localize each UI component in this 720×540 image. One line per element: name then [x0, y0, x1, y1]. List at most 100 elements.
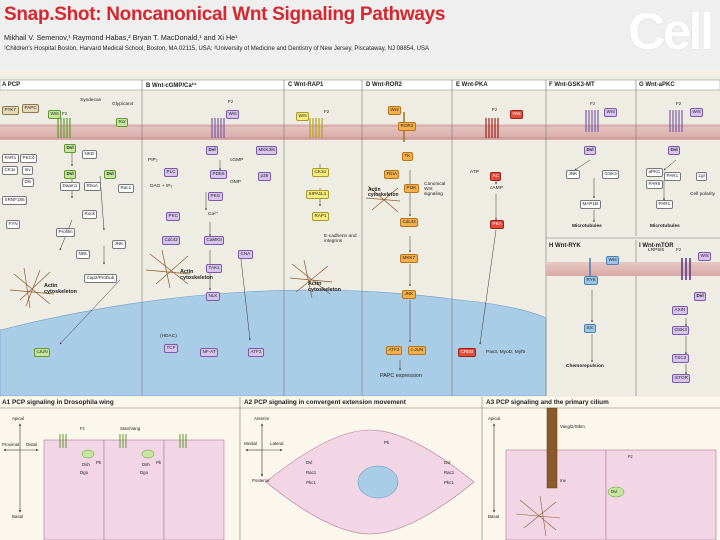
node-axin: AXIN	[672, 306, 688, 315]
page-title: Snap.Shot: Noncanonical Wnt Signaling Pa…	[4, 4, 446, 25]
node-plc: PLC	[164, 168, 178, 177]
fz-receptor-c	[309, 118, 323, 138]
a3-inv: Inv	[560, 478, 566, 483]
cell-logo: Cell	[628, 3, 714, 61]
node-fyn: FYN	[6, 220, 21, 229]
node-ca: Ca²⁺	[208, 212, 219, 217]
a1-stan: Stan/Vang	[120, 426, 141, 431]
a2-pkc: Pkc1	[306, 480, 316, 485]
node-lrp56: LRP5/6	[648, 248, 664, 253]
node-rac1-a: Rac1	[118, 184, 134, 193]
node-tk: TK	[402, 152, 413, 161]
node-map1b: MAP1B	[580, 200, 601, 209]
panel-g-label: G Wnt-aPKC	[639, 82, 675, 88]
arrow	[663, 159, 677, 171]
a1-proximal: Proximal	[2, 442, 20, 447]
a1-fz: Fz	[80, 426, 85, 431]
node-nfat: NF-AT	[200, 348, 219, 357]
node-nlk: NLK	[206, 292, 220, 301]
actin-filaments-d	[365, 185, 401, 213]
node-fz-g: Fz	[676, 102, 682, 107]
node-actin-b: Actin cytoskeleton	[180, 269, 213, 281]
node-pkc-a: PKCδ	[20, 154, 38, 163]
node-cgmp: cGMP	[230, 158, 244, 163]
a2-lateral: Lateral	[270, 441, 284, 446]
a3-basal: Basal	[488, 514, 499, 519]
node-dvl-i: Dvl	[694, 292, 707, 301]
node-sipa1l1: SIPA1L1	[306, 190, 329, 199]
node-dvl-a2: Dvl	[64, 170, 77, 179]
node-mtor: mTOR	[672, 374, 691, 383]
node-daam1: Daam1	[60, 182, 80, 191]
panel-c-label: C Wnt-RAP1	[288, 82, 324, 88]
node-tsc2: TSC2	[672, 354, 689, 363]
node-wnt-b: Wnt	[226, 110, 240, 119]
node-cna: CNA	[238, 250, 253, 259]
actin-filaments-a	[9, 267, 55, 309]
node-src: Src	[584, 324, 596, 333]
node-jnk-f: JNK	[566, 170, 580, 179]
node-pka: PKA	[490, 220, 505, 229]
a1-wing-cells	[43, 439, 225, 540]
node-dvl-a: Dvl	[64, 144, 77, 153]
node-cjun-d: c-JUN	[408, 346, 426, 355]
node-cdc42-d: Cdc42	[400, 218, 419, 227]
a1-apical: Apical	[12, 416, 24, 421]
node-cjun-a: cJUN	[34, 348, 51, 357]
a2-nucleus	[357, 465, 399, 499]
a3-actin-fibers	[515, 495, 561, 537]
node-mt-f: Microtubules	[572, 224, 602, 229]
node-wnt-i: Wnt	[698, 252, 712, 261]
authors: Mikhail V. Semenov,¹ Raymond Habas,² Bry…	[4, 33, 238, 42]
node-wnt-g: Wnt	[690, 108, 704, 117]
node-dag: DAG + IP₃	[150, 184, 173, 189]
node-jnk-d: JNK	[402, 290, 416, 299]
node-par1-g: PAR1	[664, 172, 681, 181]
a1-dgo: Dgo	[80, 470, 89, 475]
node-atf2-b: ATF2	[248, 348, 264, 357]
node-papc-expr: PAPC expression	[380, 373, 422, 379]
node-targets: Pax3, MyoD, Myf5	[486, 350, 526, 355]
node-profilin: Profilin	[56, 228, 76, 237]
node-dvl-a3: Dvl	[104, 170, 117, 179]
node-filna: FilnA	[384, 170, 400, 179]
a2-posterior: Posterior	[252, 478, 270, 483]
node-cap: Cap2/ProDub	[84, 274, 117, 283]
a2-dvl2: Dvl	[444, 460, 451, 465]
affiliations: ¹Children's Hospital Boston, Harvard Med…	[4, 46, 429, 52]
node-ror2: ROR2	[398, 122, 416, 131]
node-dvl-b: Dvl	[206, 146, 219, 155]
node-ac: AC	[490, 172, 502, 181]
node-tcf: TCF	[164, 344, 178, 353]
fz-receptor-i	[681, 258, 691, 280]
node-chemo: Chemorepulsion	[566, 364, 604, 369]
panel-d-label: D Wnt-ROR2	[366, 82, 402, 88]
node-gsk3-i: GSK3	[672, 326, 690, 335]
node-cdc42-b: Cdc42	[162, 236, 181, 245]
panel-h-label: H Wnt-RYK	[549, 243, 581, 249]
node-par1-g2: PAR1	[656, 200, 673, 209]
node-p38: p38	[258, 172, 271, 181]
node-pkg: PKG	[208, 192, 223, 201]
panel-f-label: F Wnt-GSK3-MT	[549, 82, 595, 88]
header-band	[0, 0, 720, 70]
node-glypican4: Glypican4	[112, 102, 134, 107]
node-gmp: GMP	[230, 180, 241, 185]
panel-a1-label: A1 PCP signaling in Drosophila wing	[2, 399, 114, 406]
a1-dsh-blob	[81, 449, 95, 459]
node-dvl-f: Dvl	[584, 146, 597, 155]
a2-rac2: Rac1	[444, 470, 455, 475]
node-fz-b: Fz	[228, 100, 234, 105]
a2-dvl: Dvl	[306, 460, 313, 465]
node-jnk-a: JNK	[112, 240, 126, 249]
a1-dsh: Dsh	[82, 462, 90, 467]
node-gsk3-f: GSK3	[602, 170, 620, 179]
node-xrnf185: XRNF185	[2, 196, 28, 205]
panel-b-label: B Wnt-cGMP/Ca²⁺	[146, 83, 197, 89]
a2-anterior: Anterior	[254, 416, 270, 421]
node-pi3k: PI3K	[404, 184, 419, 193]
fz-receptor-e	[485, 118, 499, 138]
panel-a3-label: A3 PCP signaling and the primary cilium	[486, 399, 609, 406]
fz-receptor-f	[585, 110, 599, 132]
fz-receptor-b	[211, 118, 225, 138]
